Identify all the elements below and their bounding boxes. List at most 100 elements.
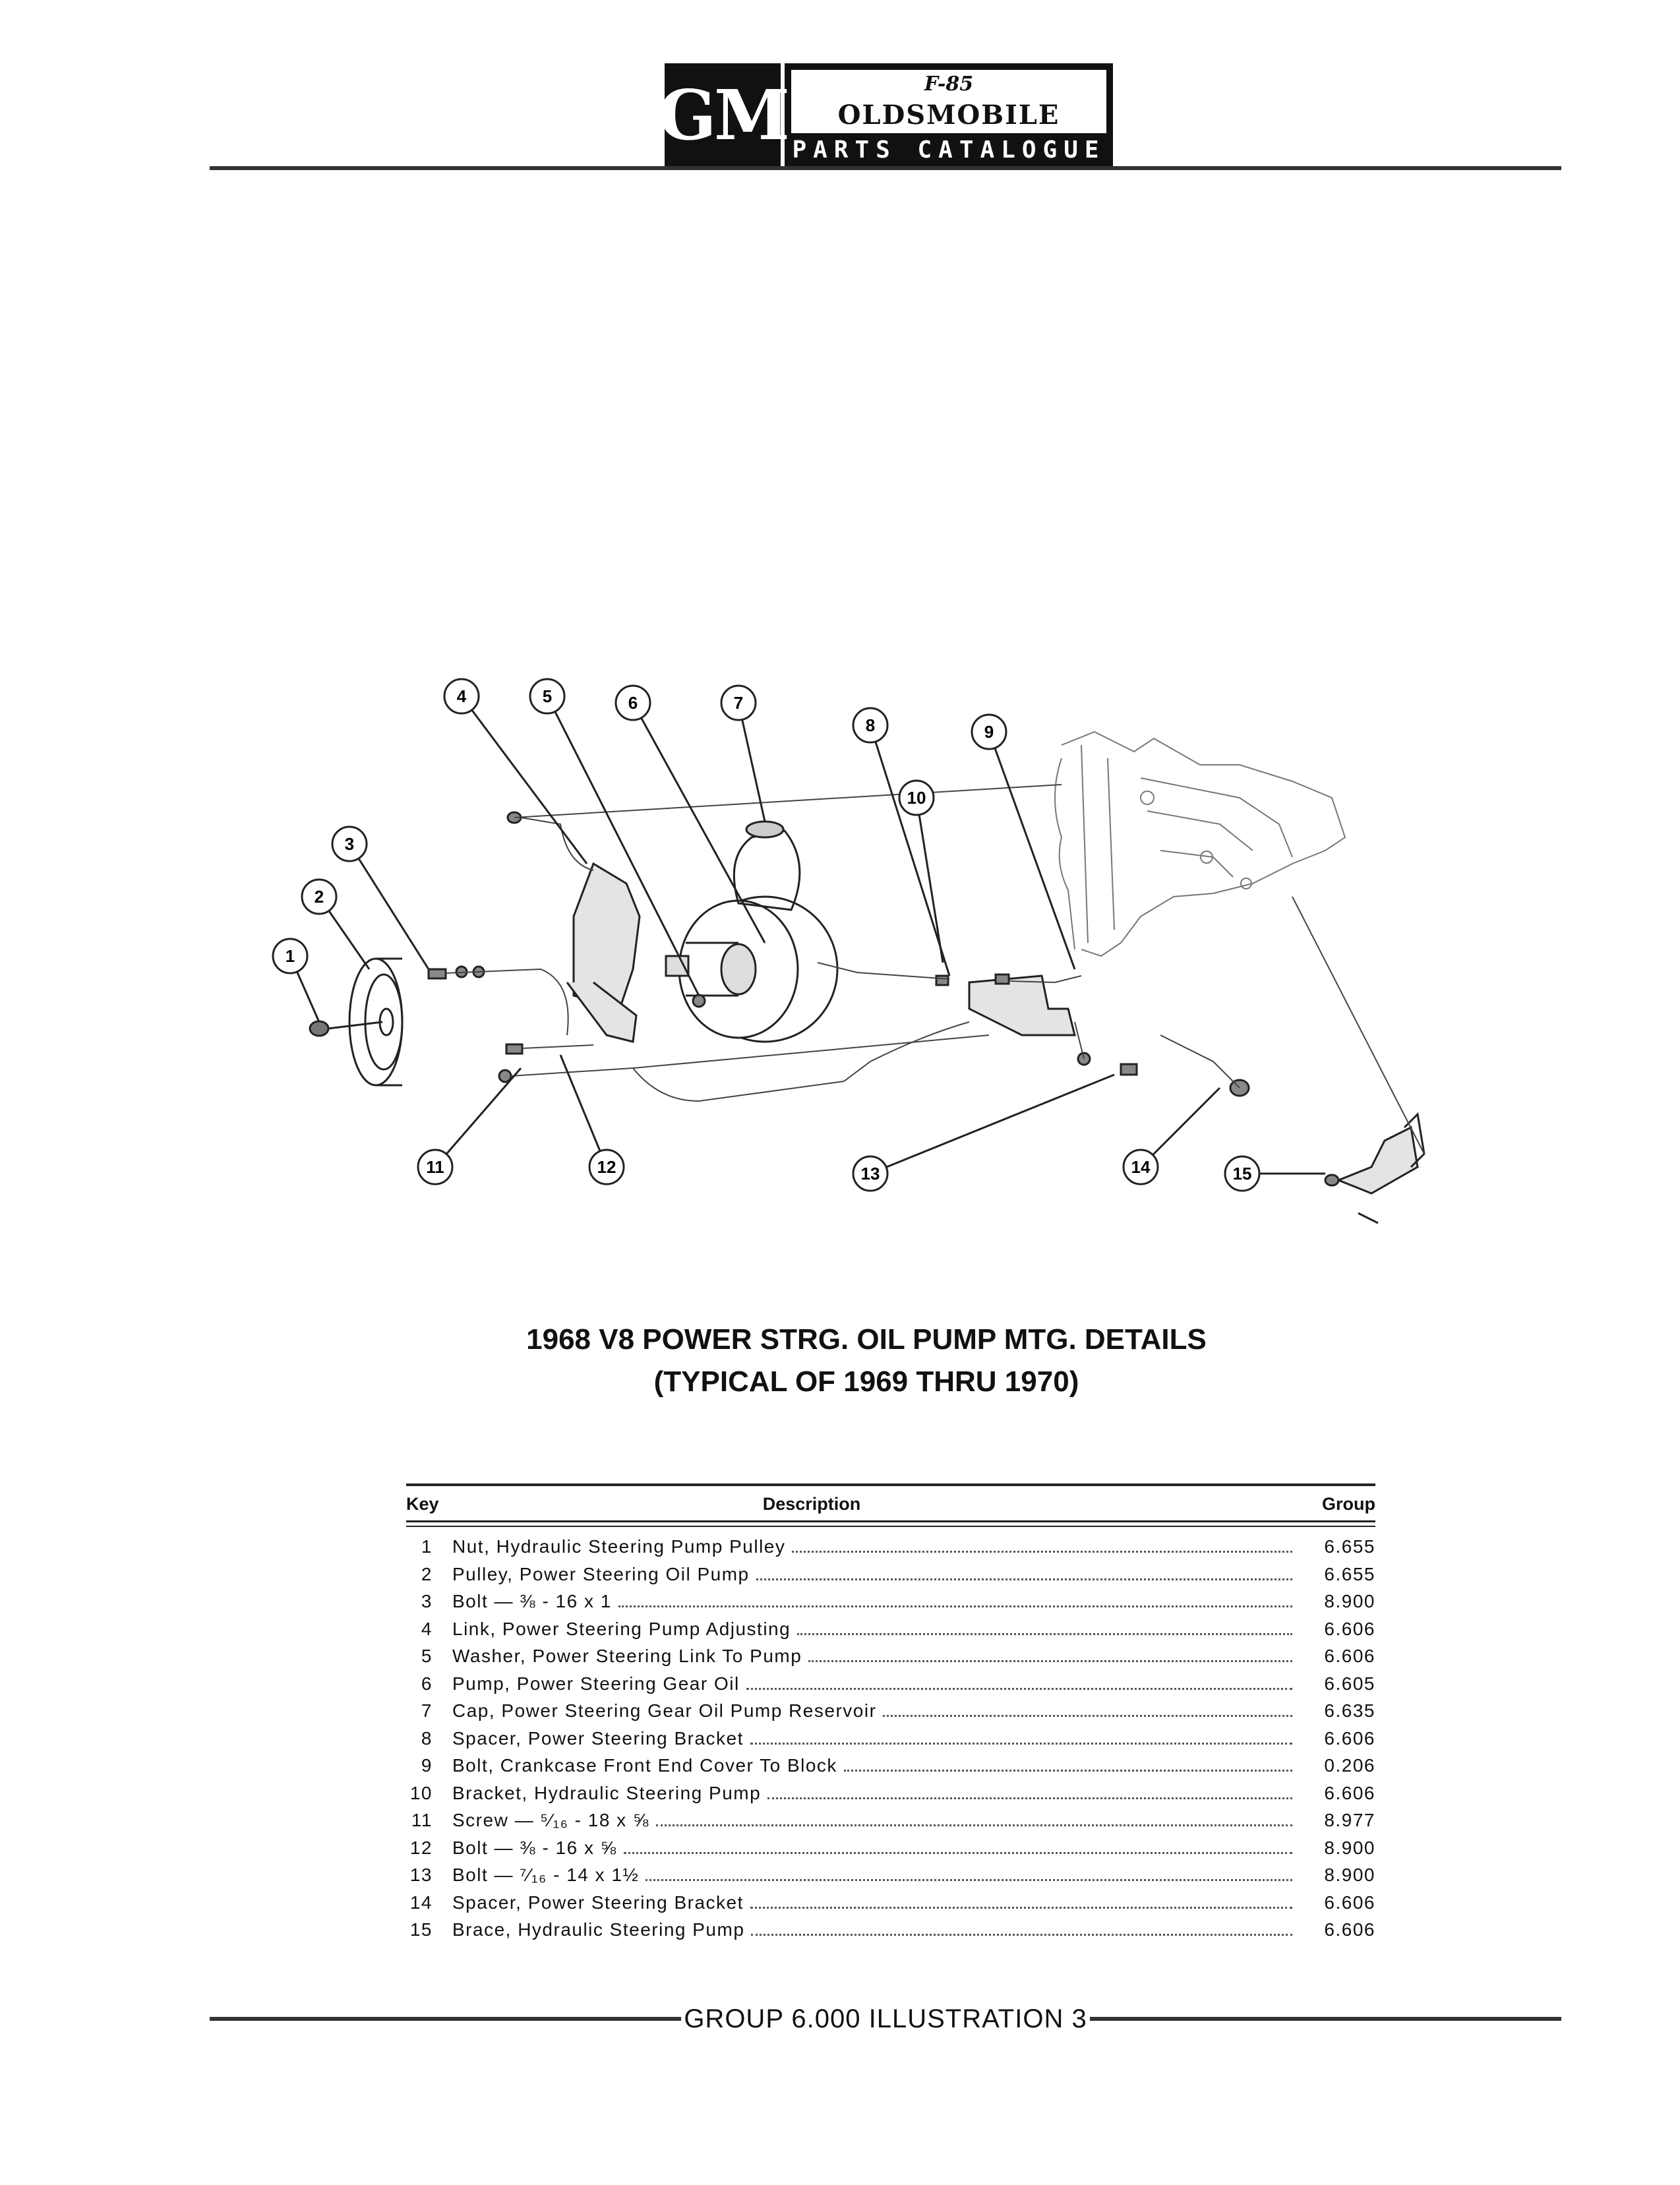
leader-dots [618,1601,1292,1607]
leader-dots [746,1684,1292,1690]
row-description-text: Bracket, Hydraulic Steering Pump [452,1782,762,1803]
row-description-text: Bolt — ⁷⁄₁₆ - 14 x 1½ [452,1865,640,1885]
row-description-text: Bolt, Crankcase Front End Cover To Block [452,1755,837,1776]
callout-6-label: 6 [628,693,638,713]
title-line-2: (TYPICAL OF 1969 THRU 1970) [653,1365,1079,1398]
callout-13: 13 [852,1155,889,1192]
callout-9-label: 9 [984,722,994,742]
table-row: 12 Bolt — ⅜ - 16 x ⅝ 8.900 [406,1838,1375,1865]
row-group: 6.606 [1324,1782,1375,1803]
row-description-text: Spacer, Power Steering Bracket [452,1727,744,1749]
callout-7-label: 7 [734,693,743,713]
engine-block-outline [1054,731,1346,957]
footer-label: GROUP 6.000 ILLUSTRATION 3 [684,2004,1087,2033]
row-key: 2 [421,1563,433,1584]
row-key: 12 [409,1837,433,1858]
row-description: Washer, Power Steering Link To Pump [452,1646,1311,1667]
row-key: 11 [411,1810,433,1830]
pump-drawing [665,820,839,1043]
row-group: 8.900 [1324,1837,1375,1858]
callout-8: 8 [852,707,889,744]
leader-dots [750,1903,1292,1909]
row-description-text: Bolt — ⅜ - 16 x ⅝ [452,1837,617,1858]
leader-dots [655,1820,1292,1826]
table-row: 5 Washer, Power Steering Link To Pump 6.60… [406,1646,1375,1673]
leader-dots [767,1793,1292,1799]
illustration-title: 1968 V8 POWER STRG. OIL PUMP MTG. DETAIL… [0,1319,1680,1403]
callout-2-label: 2 [315,887,324,907]
row-description-text: Spacer, Power Steering Bracket [452,1892,744,1913]
row-key: 9 [421,1755,433,1776]
header-key: Key [406,1493,439,1514]
row-description-text: Pulley, Power Steering Oil Pump [452,1563,750,1584]
row-group: 6.606 [1324,1727,1375,1749]
row-description: Pump, Power Steering Gear Oil [452,1673,1311,1694]
table-row: 2 Pulley, Power Steering Oil Pump 6.655 [406,1564,1375,1592]
callout-14: 14 [1122,1149,1159,1185]
callout-leaders [289,696,1325,1175]
callout-1: 1 [272,938,309,974]
row-key: 5 [421,1646,433,1666]
callout-5-label: 5 [543,686,552,706]
logo-text-block: F-85 OLDSMOBILE PARTS CATALOGUE [785,63,1113,166]
row-group: 6.606 [1324,1646,1375,1666]
callout-9: 9 [971,713,1007,750]
row-group: 6.655 [1324,1536,1375,1557]
row-description-text: Washer, Power Steering Link To Pump [452,1646,802,1666]
footer-rule-left [210,2017,682,2021]
callout-8-label: 8 [866,715,875,735]
row-group: 6.635 [1324,1700,1375,1721]
row-description: Brace, Hydraulic Steering Pump [452,1919,1311,1940]
row-group: 8.977 [1324,1810,1375,1830]
table-top-rule [406,1483,1375,1486]
row-description: Bolt — ⅜ - 16 x 1 [452,1591,1311,1612]
row-key: 4 [421,1618,433,1639]
pulley-drawing [348,957,404,1087]
callout-11: 11 [417,1149,454,1185]
pulley-nut-drawing [309,1020,330,1037]
callout-12-label: 12 [597,1157,616,1177]
logo-brand: OLDSMOBILE [837,100,1060,131]
table-row: 11 Screw — ⁵⁄₁₆ - 18 x ⅝ 8.977 [406,1810,1375,1838]
row-description-text: Cap, Power Steering Gear Oil Pump Reserv… [452,1700,877,1721]
row-key: 3 [421,1591,433,1611]
logo-subtitle: PARTS CATALOGUE [792,136,1106,164]
row-group: 0.206 [1324,1755,1375,1776]
row-description-text: Screw — ⁵⁄₁₆ - 18 x ⅝ [452,1810,649,1830]
row-group: 6.606 [1324,1919,1375,1940]
exploded-parts-diagram: 1 2 3 4 5 6 7 8 [272,678,1425,1224]
row-description: Bolt — ⁷⁄₁₆ - 14 x 1½ [452,1865,1311,1886]
callout-5: 5 [529,678,566,715]
row-description-text: Pump, Power Steering Gear Oil [452,1673,740,1694]
row-description: Nut, Hydraulic Steering Pump Pulley [452,1536,1311,1557]
leader-dots [843,1766,1292,1772]
logo-model: F-85 [924,73,974,96]
header-rule [210,166,1561,170]
leader-dots [808,1656,1292,1662]
leader-dots [623,1848,1292,1854]
callout-3: 3 [331,825,368,862]
row-group: 8.900 [1324,1865,1375,1885]
row-description: Screw — ⁵⁄₁₆ - 18 x ⅝ [452,1810,1311,1831]
gm-logo-mark: GM [658,63,790,166]
row-key: 10 [409,1782,433,1803]
leader-dots [645,1875,1292,1881]
callout-1-label: 1 [285,946,295,966]
leader-dots [792,1547,1292,1553]
row-description: Bracket, Hydraulic Steering Pump [452,1783,1311,1804]
footer: GROUP 6.000 ILLUSTRATION 3 [210,2004,1562,2033]
row-key: 6 [421,1673,433,1694]
row-description: Link, Power Steering Pump Adjusting [452,1619,1311,1640]
table-header-rule-2 [406,1526,1375,1527]
callout-4-label: 4 [457,686,467,706]
row-group: 6.655 [1324,1563,1375,1584]
row-description-text: Brace, Hydraulic Steering Pump [452,1919,745,1940]
callout-7: 7 [720,684,757,721]
